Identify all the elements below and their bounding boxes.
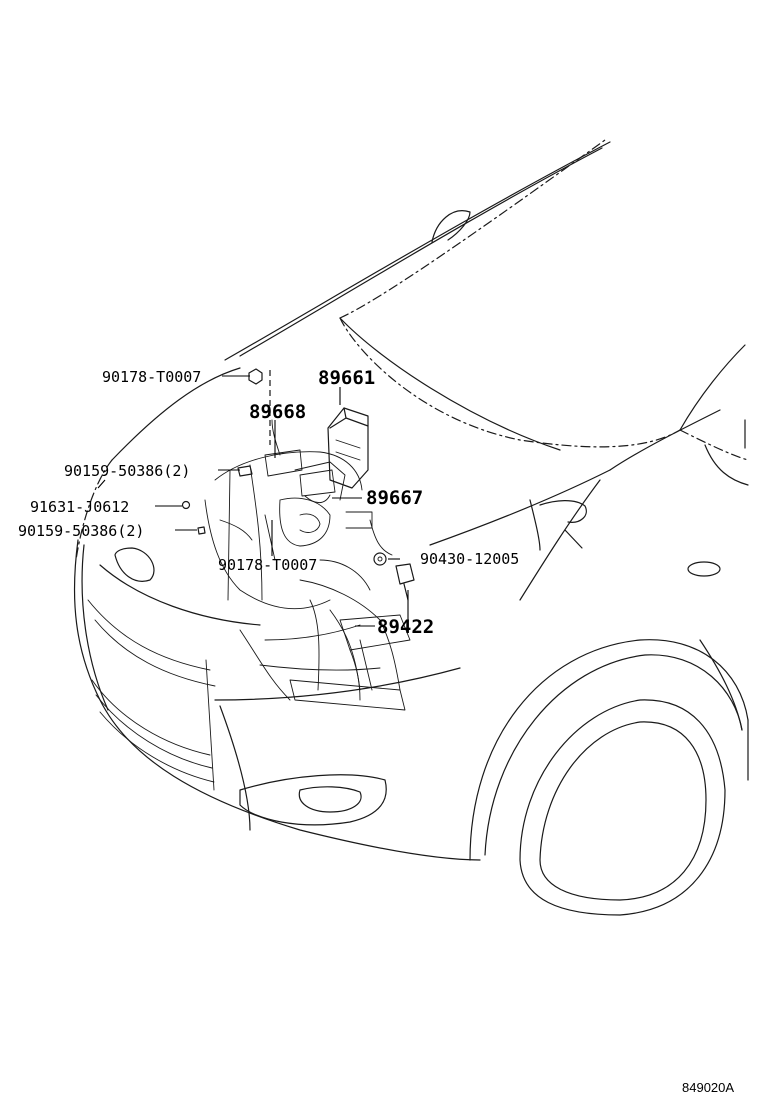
label-89668: 89668: [249, 401, 306, 423]
label-89667: 89667: [366, 487, 423, 509]
label-90178-top: 90178-T0007: [102, 368, 201, 386]
figure-code: 849020A: [682, 1080, 734, 1095]
label-90159-upper: 90159-50386(2): [64, 462, 190, 480]
leader-lines: [97, 370, 409, 627]
label-89422: 89422: [377, 616, 434, 638]
nut-90178-icon: [248, 368, 263, 385]
bolt-90159-upper-icon: [237, 465, 253, 477]
ecu-89661-icon: [327, 407, 369, 489]
washer-90430-icon: [373, 552, 387, 566]
car-body-outline: [73, 139, 749, 916]
bolt-90159-lower-icon: [197, 526, 206, 535]
label-90178-bottom: 90178-T0007: [218, 556, 317, 574]
engine-assembly: [204, 419, 411, 711]
label-91631: 91631-J0612: [30, 498, 129, 516]
bolt-91631-icon: [181, 500, 191, 510]
label-90430: 90430-12005: [420, 550, 519, 568]
label-89661: 89661: [318, 367, 375, 389]
label-90159-lower: 90159-50386(2): [18, 522, 144, 540]
sensor-89422-icon: [395, 563, 415, 601]
